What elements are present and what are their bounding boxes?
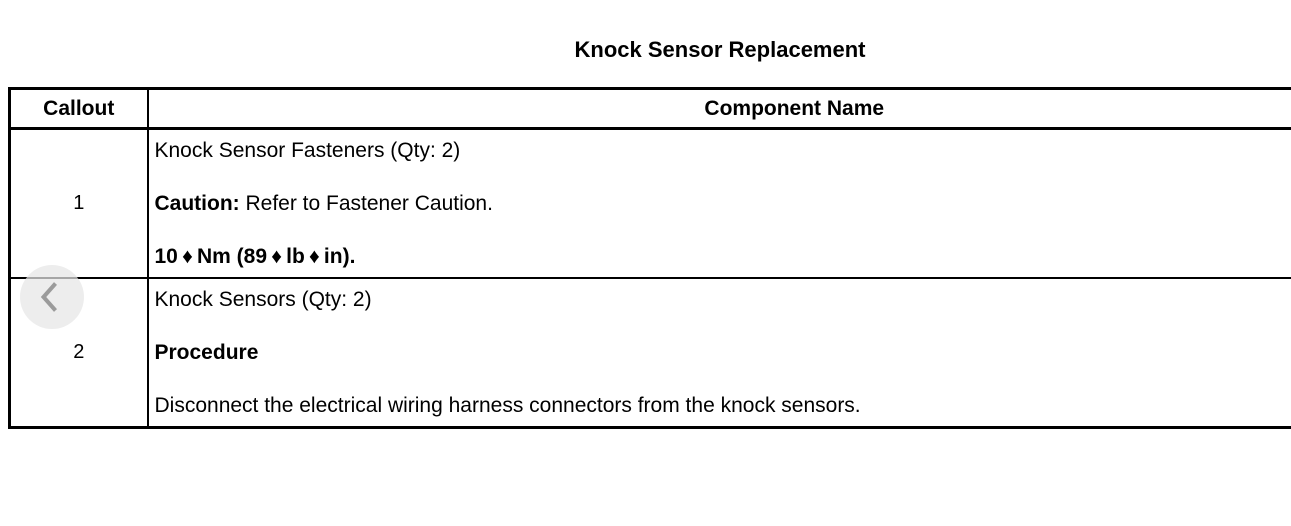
- component-paragraph: Knock Sensor Fasteners (Qty: 2): [155, 139, 1291, 163]
- component-paragraph: Disconnect the electrical wiring harness…: [155, 394, 1291, 418]
- component-paragraph: 10 ♦ Nm (89 ♦ lb ♦ in).: [155, 245, 1291, 269]
- page-title: Knock Sensor Replacement: [0, 37, 1291, 62]
- text: Knock Sensors (Qty: 2): [155, 288, 372, 311]
- component-paragraph: Knock Sensors (Qty: 2): [155, 288, 1291, 312]
- component-paragraph: Procedure: [155, 341, 1291, 365]
- text: Refer to Fastener Caution.: [240, 192, 493, 215]
- callout-number: 1: [10, 129, 148, 279]
- carousel-prev-button[interactable]: [20, 265, 84, 329]
- table-body: 1 Knock Sensor Fasteners (Qty: 2) Caution:…: [10, 129, 1291, 428]
- text: Disconnect the electrical wiring harness…: [155, 394, 861, 417]
- table-row: 1 Knock Sensor Fasteners (Qty: 2) Caution:…: [10, 129, 1291, 279]
- chevron-left-icon: [39, 280, 61, 314]
- table-header-row: Callout Component Name: [10, 89, 1291, 129]
- column-header-callout: Callout: [10, 89, 148, 129]
- document-page: Knock Sensor Replacement Callout Compone…: [0, 37, 1291, 429]
- column-header-component-name: Component Name: [148, 89, 1291, 129]
- bold-text: Procedure: [155, 341, 259, 364]
- bold-text: 10 ♦ Nm (89 ♦ lb ♦ in).: [155, 245, 356, 268]
- component-paragraph: Caution: Refer to Fastener Caution.: [155, 192, 1291, 216]
- bold-text: Caution:: [155, 192, 240, 215]
- text: Knock Sensor Fasteners (Qty: 2): [155, 139, 461, 162]
- component-description-cell: Knock Sensor Fasteners (Qty: 2) Caution: …: [148, 129, 1291, 279]
